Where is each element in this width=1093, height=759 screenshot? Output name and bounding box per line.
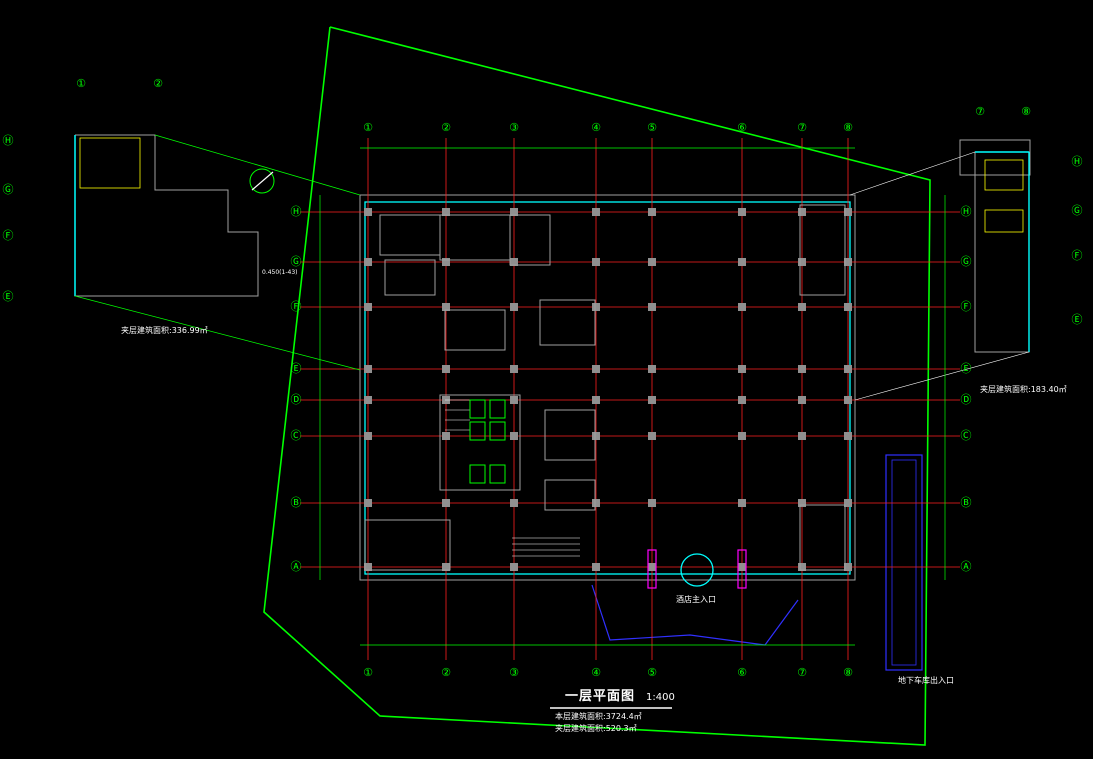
- grid-row-left-6: Ⓑ: [290, 496, 302, 509]
- grid-row-left-0: Ⓗ: [290, 205, 302, 218]
- entrance-canopy: [591, 584, 799, 646]
- floor-area: 本层建筑面积:3724.4㎡: [555, 712, 642, 721]
- stair-details: [445, 399, 580, 557]
- grid-row-left-4: Ⓓ: [290, 393, 302, 406]
- building-outline: [359, 194, 856, 581]
- grid-row-right-1: Ⓖ: [960, 255, 972, 268]
- grid-col-top-2: ②: [441, 121, 451, 134]
- left-mezz-col-1: ②: [153, 77, 163, 90]
- grid-col-bottom-4: ④: [591, 666, 601, 679]
- grid-col-bottom-3: ③: [509, 666, 519, 679]
- grid-col-top-5: ⑤: [647, 121, 657, 134]
- structural-columns: [364, 208, 852, 571]
- grid-row-left-2: Ⓕ: [290, 300, 302, 313]
- interior-walls: [364, 139, 1031, 571]
- grid-col-top-1: ①: [363, 121, 373, 134]
- left-mezz-row-1: Ⓖ: [2, 183, 14, 196]
- grid-col-bottom-6: ⑥: [737, 666, 747, 679]
- grid-row-left-7: Ⓐ: [290, 560, 302, 573]
- grid-col-bottom-2: ②: [441, 666, 451, 679]
- grid-col-bottom-5: ⑤: [647, 666, 657, 679]
- lift-shafts: [469, 399, 506, 484]
- grid-col-bottom-7: ⑦: [797, 666, 807, 679]
- main-entrance-label: 酒店主入口: [676, 595, 716, 604]
- drawing-scale: 1:400: [646, 692, 675, 703]
- grid-row-right-4: Ⓓ: [960, 393, 972, 406]
- grid-row-left-5: Ⓒ: [290, 429, 302, 442]
- elevation-note: 0.450(1-43): [262, 269, 298, 276]
- grid-col-top-6: ⑥: [737, 121, 747, 134]
- left-mezz-row-2: Ⓕ: [2, 229, 14, 242]
- left-mezz-row-3: Ⓔ: [2, 290, 14, 303]
- left-mezz-col-0: ①: [76, 77, 86, 90]
- grid-row-right-2: Ⓕ: [960, 300, 972, 313]
- revolving-door: [647, 549, 747, 589]
- grid-row-left-3: Ⓔ: [290, 362, 302, 375]
- left-mezzanine-plan: [74, 134, 361, 371]
- grid-col-top-7: ⑦: [797, 121, 807, 134]
- right-mezz-row-3: Ⓔ: [1071, 313, 1083, 326]
- grid-row-right-0: Ⓗ: [960, 205, 972, 218]
- right-mezzanine-area: 夹层建筑面积:183.40㎡: [980, 385, 1067, 394]
- grid-row-left-1: Ⓖ: [290, 255, 302, 268]
- grid-row-right-7: Ⓐ: [960, 560, 972, 573]
- grid-col-top-8: ⑧: [843, 121, 853, 134]
- drawing-title: 一层平面图: [565, 689, 636, 704]
- right-mezz-col-0: ⑦: [975, 105, 985, 118]
- grid-row-right-6: Ⓑ: [960, 496, 972, 509]
- right-mezz-col-1: ⑧: [1021, 105, 1031, 118]
- parking-entrance-label: 地下车库出入口: [898, 676, 954, 685]
- grid-row-right-3: Ⓔ: [960, 362, 972, 375]
- mezzanine-area: 夹层建筑面积:520.3㎡: [555, 724, 637, 733]
- parking-ramp: [885, 454, 923, 671]
- right-mezz-row-2: Ⓕ: [1071, 249, 1083, 262]
- north-arrow: [249, 168, 275, 194]
- site-boundary: [263, 26, 931, 746]
- left-mezzanine-area: 夹层建筑面积:336.99㎡: [121, 326, 208, 335]
- row-grid-lines: [300, 211, 960, 568]
- grid-col-bottom-8: ⑧: [843, 666, 853, 679]
- grid-col-top-3: ③: [509, 121, 519, 134]
- grid-row-right-5: Ⓒ: [960, 429, 972, 442]
- grid-col-bottom-1: ①: [363, 666, 373, 679]
- right-mezzanine-plan: [849, 151, 1030, 401]
- grid-col-top-4: ④: [591, 121, 601, 134]
- dimension-lines: [319, 147, 946, 646]
- right-mezz-row-0: Ⓗ: [1071, 155, 1083, 168]
- left-mezz-row-0: Ⓗ: [2, 134, 14, 147]
- right-mezz-row-1: Ⓖ: [1071, 204, 1083, 217]
